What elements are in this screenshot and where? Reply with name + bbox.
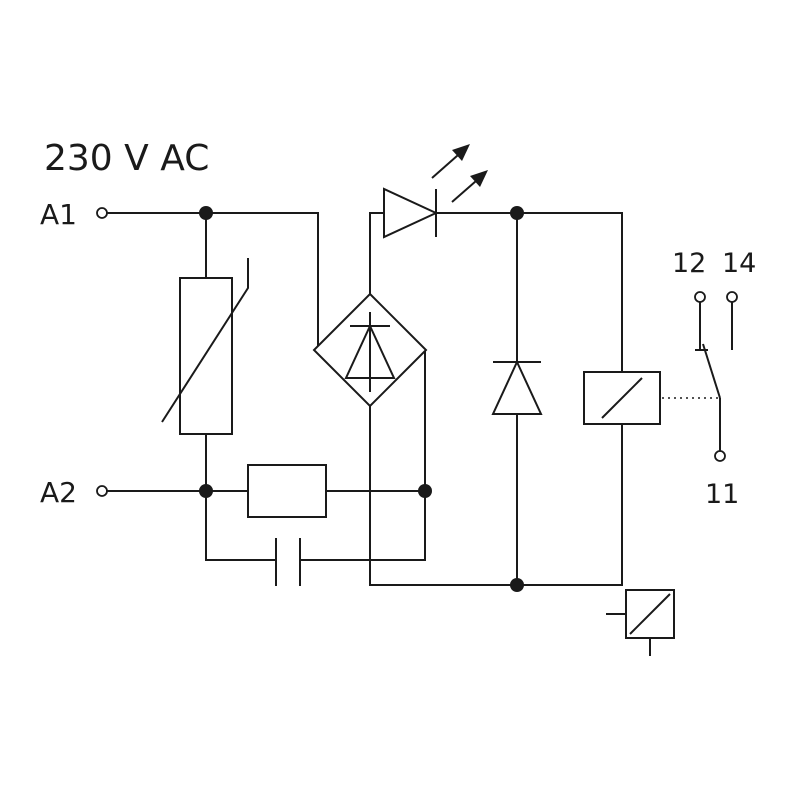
junction-dot bbox=[418, 484, 432, 498]
terminal-a2-label: A2 bbox=[40, 476, 77, 509]
resistor-symbol bbox=[247, 464, 327, 518]
changeover-contact-symbol bbox=[694, 291, 738, 462]
varistor-symbol bbox=[161, 258, 249, 435]
wiring bbox=[106, 212, 623, 586]
terminal-a2 bbox=[96, 485, 108, 497]
isolation-symbol bbox=[606, 589, 675, 656]
capacitor-symbol bbox=[275, 538, 301, 586]
contact-12-label: 12 bbox=[672, 248, 706, 279]
relay-coil-symbol bbox=[583, 371, 661, 425]
terminal-a1-label: A1 bbox=[40, 198, 77, 231]
contact-11-label: 11 bbox=[705, 479, 739, 510]
junction-dot bbox=[510, 206, 524, 220]
junction-dot bbox=[199, 206, 213, 220]
bridge-rectifier-symbol bbox=[312, 292, 428, 408]
terminal-a1 bbox=[96, 207, 108, 219]
freewheel-diode-symbol bbox=[491, 359, 543, 415]
junction-dot bbox=[510, 578, 524, 592]
contact-14-label: 14 bbox=[722, 248, 756, 279]
led-symbol bbox=[383, 144, 488, 239]
supply-voltage-label: 230 V AC bbox=[44, 138, 209, 179]
junction-dot bbox=[199, 484, 213, 498]
